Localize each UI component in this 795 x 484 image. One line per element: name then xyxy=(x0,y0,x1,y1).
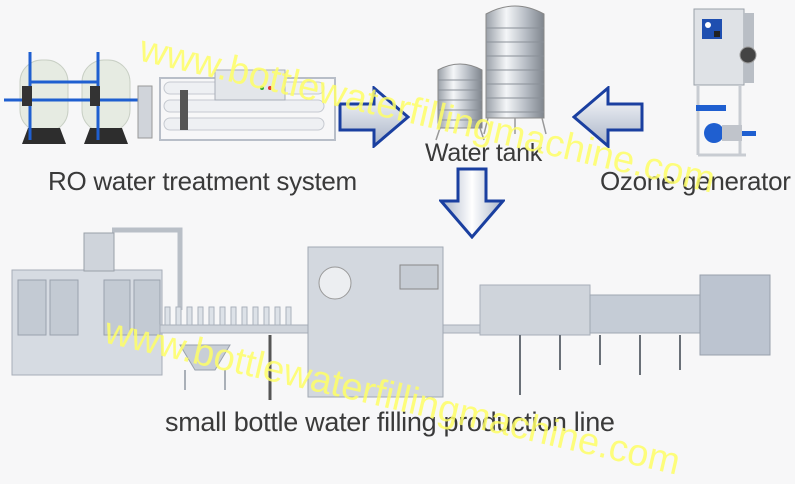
water-tank-label: Water tank xyxy=(425,139,542,167)
arrow-right-icon xyxy=(338,86,410,148)
arrow-down-icon xyxy=(439,167,505,239)
ozone-generator-label: Ozone generator xyxy=(600,166,791,196)
ro-water-treatment-system-image xyxy=(0,40,340,150)
production-line-image xyxy=(0,225,780,410)
production-line-label: small bottle water filling production li… xyxy=(165,407,615,437)
water-tank-image xyxy=(400,0,550,145)
ozone-generator-image xyxy=(686,5,766,165)
ro-water-treatment-system-label: RO water treatment system xyxy=(48,166,357,196)
arrow-left-icon xyxy=(572,86,644,148)
